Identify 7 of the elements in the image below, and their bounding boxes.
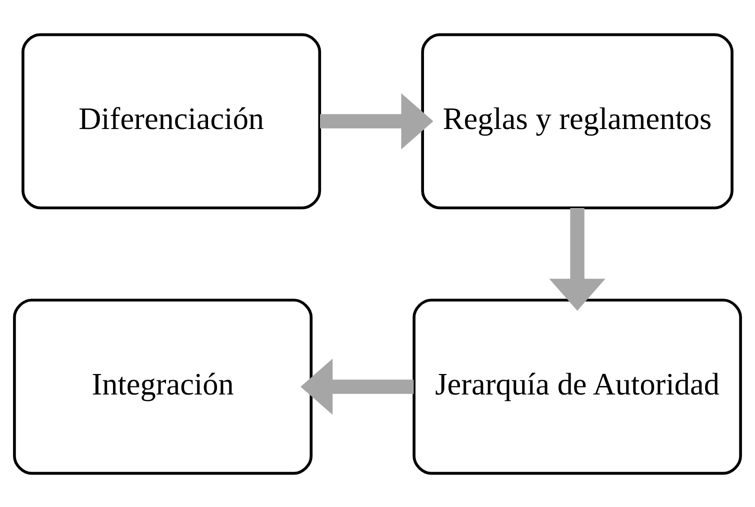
node-box: Reglas y reglamentos	[421, 32, 734, 209]
node-box: Jerarquía de Autoridad	[412, 298, 742, 474]
node-box: Integración	[13, 298, 313, 474]
arrow	[549, 207, 606, 310]
node-box: Diferenciación	[22, 32, 322, 209]
arrow	[320, 92, 434, 149]
arrow	[300, 358, 414, 414]
